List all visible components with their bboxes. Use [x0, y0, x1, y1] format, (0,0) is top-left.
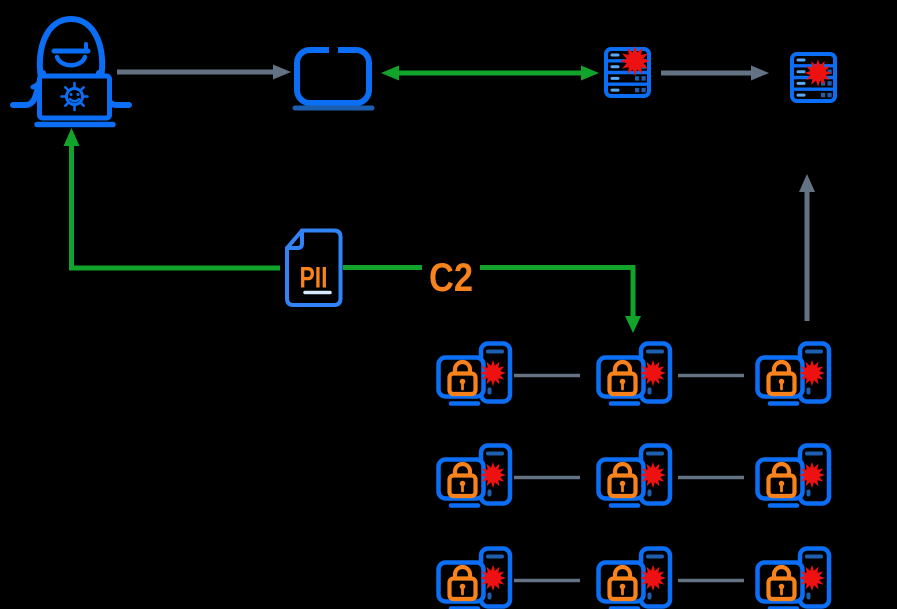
exfil-server-icon [790, 52, 837, 103]
arrow-hacker-to-laptop [117, 64, 291, 80]
arrow-server-to-server [661, 65, 769, 81]
pii-label: PII [300, 262, 328, 295]
arrow-workstations-to-server [799, 174, 815, 321]
face [54, 54, 88, 68]
arrowhead [273, 64, 291, 80]
arrowhead [799, 174, 815, 192]
compromised-server-icon [604, 46, 651, 98]
arrowhead [381, 65, 399, 81]
arrow-c2-to-workstations [343, 265, 641, 333]
bug-icon [60, 81, 89, 112]
hacker-icon [10, 16, 132, 128]
page-fold [285, 228, 304, 250]
arrow-exfil-to-hacker [63, 128, 280, 271]
workstation-link-lines [514, 373, 744, 583]
infected-workstation-icon [599, 344, 671, 404]
infected-workstation-icon [758, 549, 830, 609]
infected-workstation-grid [439, 344, 830, 609]
hood [36, 16, 106, 81]
infected-workstation-icon [599, 446, 671, 506]
arrow-laptop-server-bidirectional [381, 65, 599, 81]
pii-document-icon: PII [285, 228, 343, 307]
laptop-icon [292, 45, 375, 111]
arrowhead [581, 65, 599, 81]
infected-workstation-icon [439, 446, 511, 506]
c2-label: C2 [422, 254, 480, 300]
arrowhead [751, 65, 769, 81]
infected-workstation-icon [439, 549, 511, 609]
infected-workstation-icon [599, 549, 671, 609]
infected-workstation-icon [758, 446, 830, 506]
arrowhead [63, 128, 80, 146]
infected-workstation-icon [758, 344, 830, 404]
arrowhead [625, 316, 641, 333]
infected-workstation-icon [439, 344, 511, 404]
hacker-laptop-screen [37, 73, 112, 121]
svg-text:C2: C2 [429, 256, 473, 300]
